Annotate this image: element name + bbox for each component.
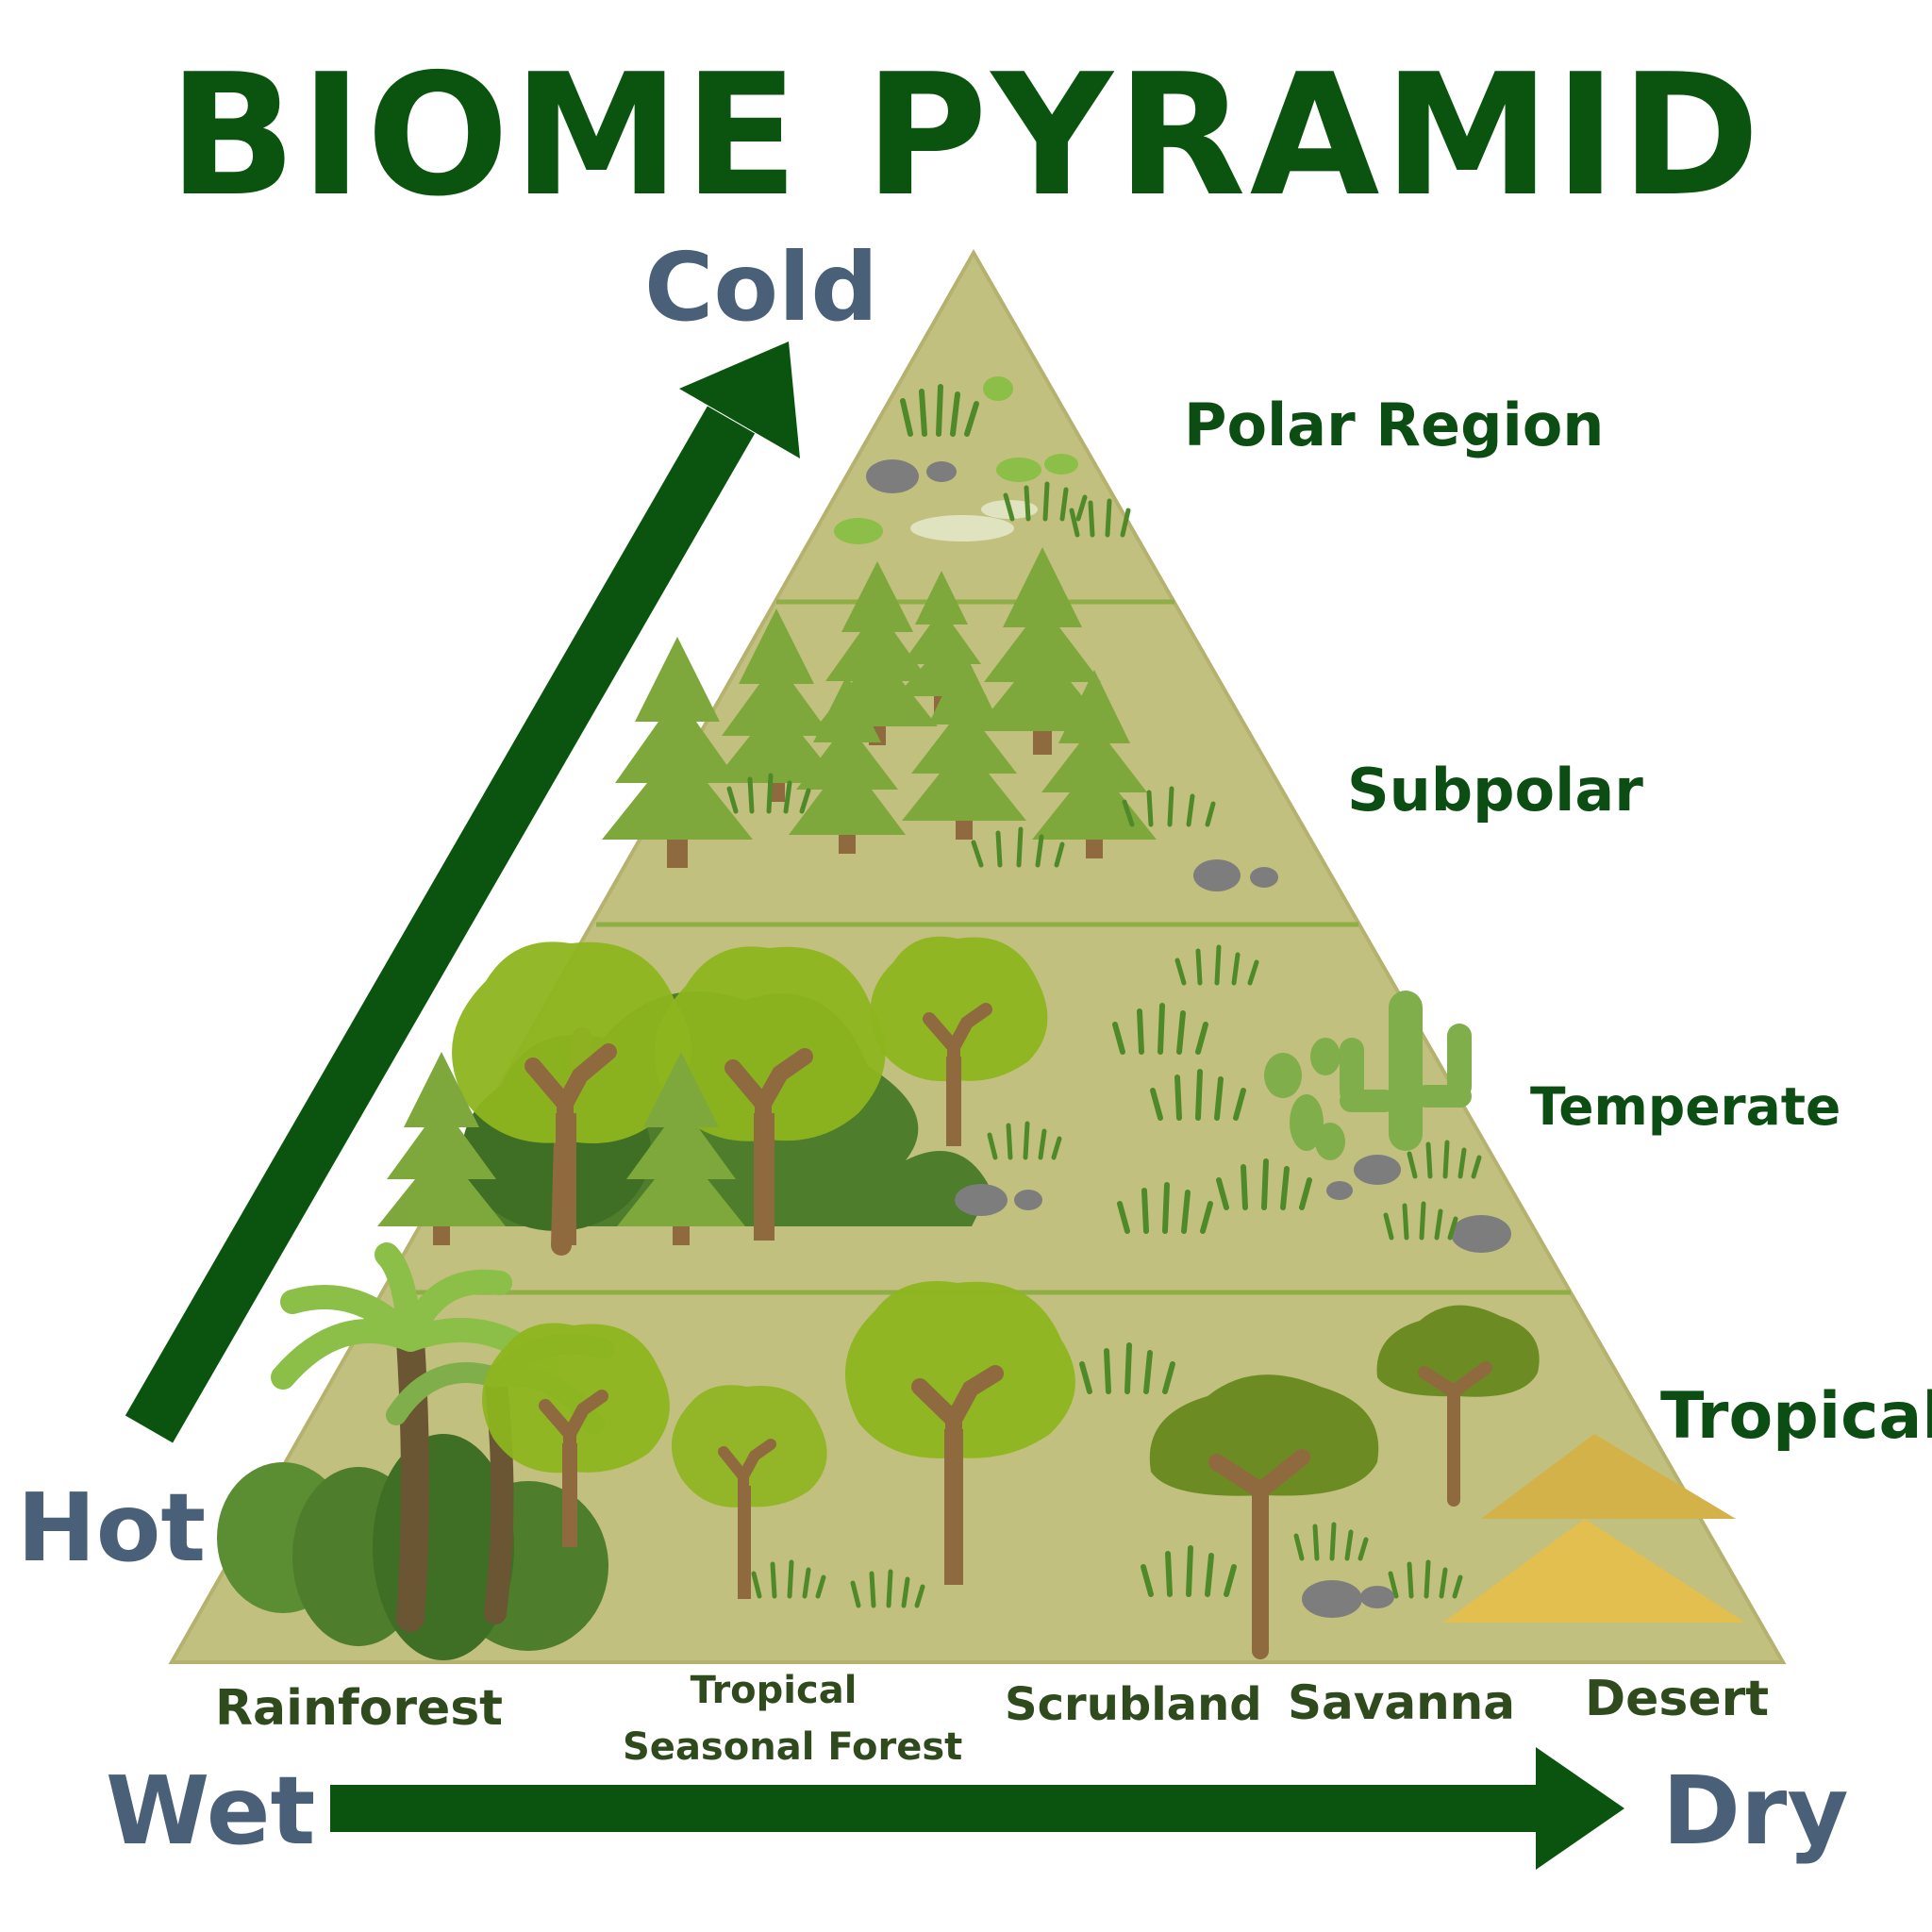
rock bbox=[1014, 1190, 1042, 1210]
biome-label-tropical-seasonal-line2: Seasonal Forest bbox=[623, 1725, 963, 1769]
conifer-tree bbox=[617, 1052, 745, 1245]
moss bbox=[1044, 454, 1078, 475]
grass-tuft bbox=[1079, 1342, 1175, 1394]
zone-label-subpolar: Subpolar bbox=[1347, 756, 1643, 824]
wet-to-dry-arrow bbox=[330, 1747, 1624, 1870]
conifer-tree bbox=[1032, 670, 1157, 858]
axis-label-hot: Hot bbox=[17, 1473, 207, 1583]
biome-label-tropical-seasonal-line1: Tropical bbox=[690, 1669, 858, 1712]
savanna-tree bbox=[1149, 1374, 1379, 1659]
deciduous-tree bbox=[452, 941, 691, 1256]
grass-tuft bbox=[1407, 1140, 1482, 1179]
sand-dune bbox=[1443, 1519, 1745, 1623]
conifer-tree bbox=[789, 675, 906, 854]
tropical-zone-art bbox=[217, 1242, 1745, 1660]
conifer-tree bbox=[902, 651, 1026, 840]
grass-tuft bbox=[1388, 1559, 1463, 1599]
savanna-tree bbox=[1376, 1305, 1540, 1507]
grass-tuft bbox=[1117, 1182, 1213, 1234]
polar-zone-art bbox=[834, 376, 1131, 544]
grass-tuft bbox=[1069, 498, 1131, 538]
rock bbox=[1302, 1580, 1362, 1618]
axis-label-cold: Cold bbox=[644, 232, 878, 342]
grass-tuft bbox=[726, 773, 811, 814]
deciduous-tree bbox=[870, 936, 1048, 1146]
grass-tuft bbox=[971, 826, 1065, 868]
grass-tuft bbox=[751, 1559, 826, 1599]
grass-tuft bbox=[1174, 944, 1259, 986]
page-title: BIOME PYRAMID bbox=[168, 38, 1764, 233]
biome-label-savanna: Savanna bbox=[1288, 1675, 1516, 1730]
moss bbox=[983, 376, 1013, 401]
moss bbox=[996, 458, 1041, 482]
palm-tree bbox=[271, 1242, 559, 1632]
rock bbox=[926, 461, 957, 482]
grass-tuft bbox=[987, 1121, 1062, 1160]
conifer-tree bbox=[602, 637, 753, 868]
rock bbox=[1360, 1586, 1394, 1608]
grass-tuft bbox=[1216, 1158, 1312, 1210]
grass-tuft bbox=[1003, 481, 1088, 522]
rock bbox=[1250, 867, 1278, 888]
rock bbox=[1193, 859, 1241, 891]
biome-label-desert: Desert bbox=[1585, 1671, 1770, 1727]
grass-tuft bbox=[1141, 1545, 1237, 1597]
conifer-tree bbox=[974, 547, 1110, 755]
grass-tuft bbox=[1293, 1522, 1369, 1561]
deciduous-tree bbox=[844, 1281, 1075, 1585]
rock bbox=[866, 459, 919, 493]
grass-tuft bbox=[1122, 786, 1216, 827]
cactus bbox=[1340, 991, 1472, 1151]
biome-label-scrubland: Scrubland bbox=[1005, 1678, 1262, 1731]
zone-label-tropical: Tropical bbox=[1660, 1379, 1932, 1454]
grass-tuft bbox=[1383, 1201, 1458, 1241]
grass-tuft bbox=[1112, 1003, 1208, 1055]
grass-tuft bbox=[900, 384, 979, 437]
conifer-tree bbox=[377, 1052, 506, 1245]
rock bbox=[955, 1184, 1008, 1216]
ice-patch bbox=[910, 515, 1014, 541]
rock bbox=[1451, 1215, 1511, 1253]
temperate-zone-art bbox=[377, 936, 1511, 1256]
grass-tuft bbox=[1150, 1069, 1246, 1121]
axis-label-dry: Dry bbox=[1662, 1756, 1849, 1866]
rock bbox=[1354, 1155, 1401, 1185]
axis-label-wet: Wet bbox=[106, 1756, 316, 1866]
rock bbox=[1326, 1181, 1353, 1200]
biome-label-rainforest: Rainforest bbox=[215, 1680, 504, 1737]
cactus bbox=[1264, 1038, 1345, 1160]
moss bbox=[834, 518, 883, 544]
subpolar-zone-art bbox=[602, 547, 1278, 891]
hot-to-cold-arrow bbox=[125, 341, 800, 1443]
grass-tuft bbox=[850, 1569, 925, 1608]
deciduous-tree bbox=[654, 946, 886, 1241]
deciduous-tree bbox=[671, 1385, 827, 1599]
zone-label-polar: Polar Region bbox=[1184, 391, 1605, 459]
deciduous-tree bbox=[482, 1323, 670, 1547]
sand-dune bbox=[1481, 1434, 1736, 1519]
zone-label-temperate: Temperate bbox=[1530, 1076, 1841, 1137]
